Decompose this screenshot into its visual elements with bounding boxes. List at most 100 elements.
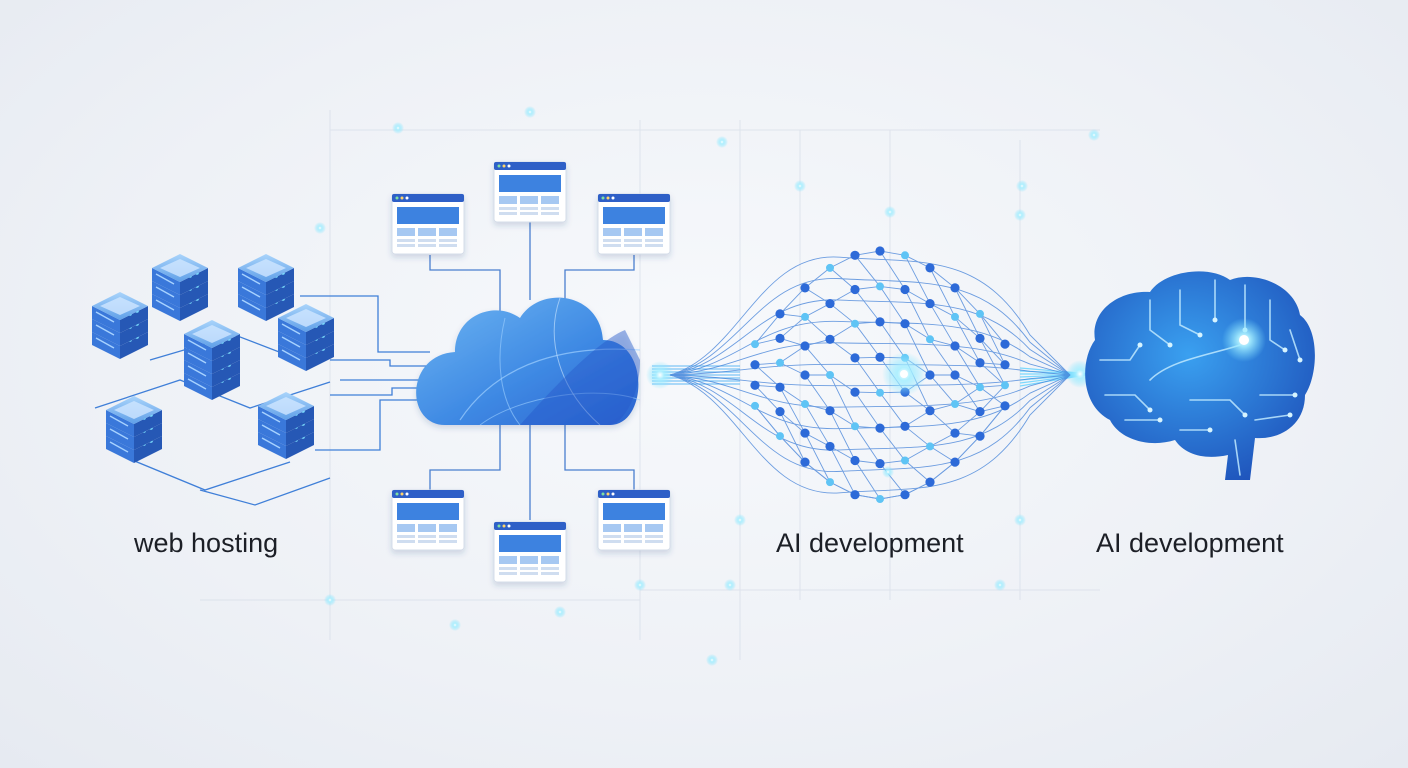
background-grid — [200, 110, 1100, 660]
network-node — [1001, 381, 1009, 390]
network-node — [875, 317, 885, 327]
server-rack-icon — [238, 254, 294, 321]
network-node — [800, 370, 810, 380]
sparkle — [524, 106, 536, 118]
network-node — [1000, 339, 1010, 349]
network-node — [826, 478, 834, 487]
network-node — [950, 370, 960, 380]
network-node — [850, 353, 860, 363]
network-node — [800, 283, 810, 293]
sparkle — [884, 206, 896, 218]
network-node — [975, 407, 985, 417]
network-node — [951, 400, 959, 409]
network-node — [825, 441, 835, 452]
network-node — [750, 360, 760, 370]
network-node — [975, 431, 985, 441]
network-node — [1000, 401, 1010, 411]
network-node — [801, 312, 809, 321]
server-rack-icon — [152, 254, 208, 321]
sparkle — [882, 466, 894, 478]
network-node — [976, 383, 984, 392]
circuit-brain-icon — [1085, 271, 1315, 480]
network-node — [776, 358, 784, 367]
server-rack-icon — [278, 304, 334, 371]
network-node — [876, 495, 884, 503]
network-node — [925, 298, 935, 309]
network-node — [951, 312, 959, 321]
browser-window-icon — [493, 521, 567, 583]
sparkle — [314, 222, 326, 234]
network-node — [900, 490, 910, 500]
network-node — [901, 251, 909, 260]
network-node — [751, 340, 759, 349]
network-node — [800, 457, 810, 467]
browser-window-icon — [597, 193, 671, 255]
sparkle — [994, 579, 1006, 591]
network-node — [850, 455, 860, 466]
server-rack-icon — [184, 320, 240, 400]
server-rack-icon — [92, 292, 148, 359]
server-cluster — [92, 254, 334, 463]
browser-window-icon — [391, 489, 465, 551]
server-rack-icon — [258, 392, 314, 459]
cloud-icon — [416, 297, 641, 426]
network-node — [875, 246, 885, 256]
sparkle — [554, 606, 566, 618]
browser-window-icon — [597, 489, 671, 551]
network-node — [826, 371, 834, 379]
network-node — [975, 358, 985, 368]
network-node — [926, 442, 934, 451]
ai-development-brain-label: AI development — [1096, 528, 1284, 558]
ai-development-network-label: AI development — [776, 528, 964, 558]
network-node — [925, 477, 935, 487]
browser-windows — [391, 161, 671, 583]
network-node — [875, 352, 885, 362]
network-node — [975, 333, 985, 343]
network-node — [901, 456, 909, 465]
network-node — [825, 406, 835, 416]
browser-window-icon — [391, 193, 465, 255]
sparkle — [324, 594, 336, 606]
network-node — [775, 333, 785, 343]
network-node — [851, 422, 859, 431]
network-node — [801, 400, 809, 409]
network-node — [900, 421, 910, 431]
network-node — [775, 382, 785, 392]
network-node — [825, 298, 835, 309]
web-hosting-label: web hosting — [134, 528, 279, 558]
network-node — [950, 428, 960, 438]
network-node — [950, 457, 960, 467]
sparkle — [1014, 209, 1026, 221]
server-rack-icon — [106, 396, 162, 463]
network-node — [850, 490, 860, 500]
cloud-connection-lines — [429, 222, 635, 520]
sparkle — [794, 180, 806, 192]
network-node — [850, 387, 860, 397]
network-node — [825, 334, 835, 344]
network-node — [775, 407, 785, 417]
network-node — [900, 284, 910, 295]
network-node — [751, 401, 759, 410]
network-node — [800, 341, 810, 351]
network-node — [925, 263, 935, 273]
sparkle-decorations — [314, 106, 1100, 666]
network-node — [776, 432, 784, 441]
network-node — [875, 423, 885, 433]
network-node — [750, 380, 760, 390]
network-node — [876, 388, 884, 397]
network-node — [876, 282, 884, 291]
sparkle — [634, 579, 646, 591]
sparkle — [449, 619, 461, 631]
browser-window-icon — [493, 161, 567, 223]
sparkle — [392, 122, 404, 134]
sparkle — [1014, 514, 1026, 526]
network-node — [900, 319, 910, 329]
sparkle — [1016, 180, 1028, 192]
network-node — [775, 309, 785, 319]
network-node — [800, 428, 810, 438]
network-node — [875, 458, 885, 469]
network-node — [925, 406, 935, 416]
sparkle — [724, 579, 736, 591]
network-node — [851, 319, 859, 328]
